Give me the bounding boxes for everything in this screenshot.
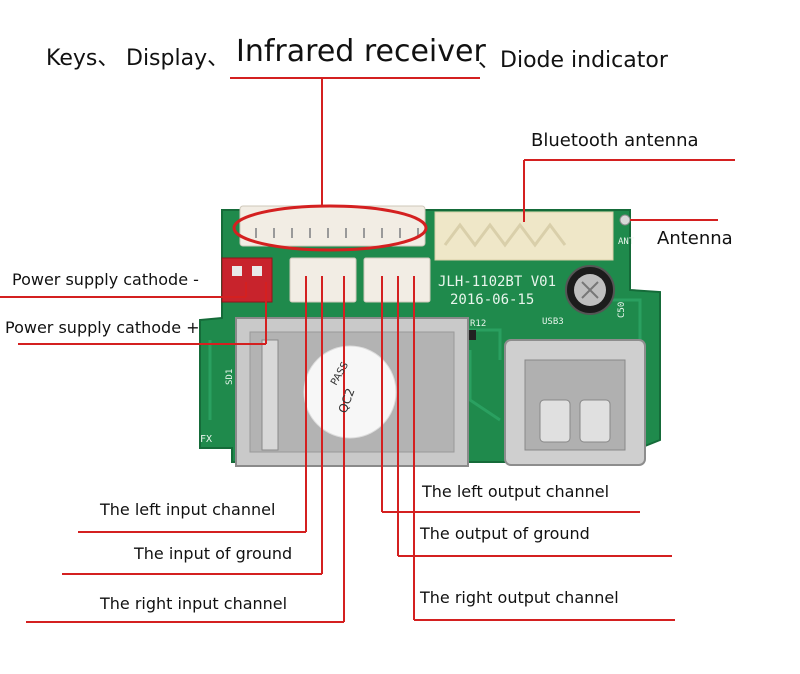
label-input-ground: The input of ground <box>134 544 293 563</box>
label-infrared-receiver: Infrared receiver <box>236 34 486 69</box>
board-usb3: USB3 <box>542 317 564 327</box>
label-power-pos: Power supply cathode + <box>5 318 200 337</box>
board-fx: FX <box>200 434 212 445</box>
label-antenna: Antenna <box>657 228 733 249</box>
label-bluetooth-antenna: Bluetooth antenna <box>531 130 699 151</box>
label-right-output-channel: The right output channel <box>420 588 619 607</box>
label-diode-indicator: 、Diode indicator <box>478 48 668 73</box>
label-keys: Keys、 <box>46 46 120 71</box>
label-display: Display、 <box>126 46 230 71</box>
board-r12: R12 <box>470 319 486 329</box>
leader-lines <box>0 77 735 623</box>
board-c50: C50 <box>617 302 627 318</box>
board-ant: ANT <box>618 237 635 247</box>
antenna-pin <box>619 214 631 226</box>
silkscreen: JLH-1102BT V01 2016-06-15 ANT C50 USB3 R… <box>200 237 635 445</box>
label-left-input-channel: The left input channel <box>100 500 276 519</box>
highlight-ellipse <box>232 204 428 252</box>
label-output-ground: The output of ground <box>420 524 590 543</box>
pcb-board <box>199 204 661 467</box>
board-date: 2016-06-15 <box>450 292 534 308</box>
board-model: JLH-1102BT V01 <box>438 274 556 290</box>
label-right-input-channel: The right input channel <box>100 594 288 613</box>
board-sd1: SD1 <box>225 369 235 385</box>
qc-sticker <box>303 345 397 439</box>
label-power-neg: Power supply cathode - <box>12 270 199 289</box>
label-left-output-channel: The left output channel <box>422 482 610 501</box>
